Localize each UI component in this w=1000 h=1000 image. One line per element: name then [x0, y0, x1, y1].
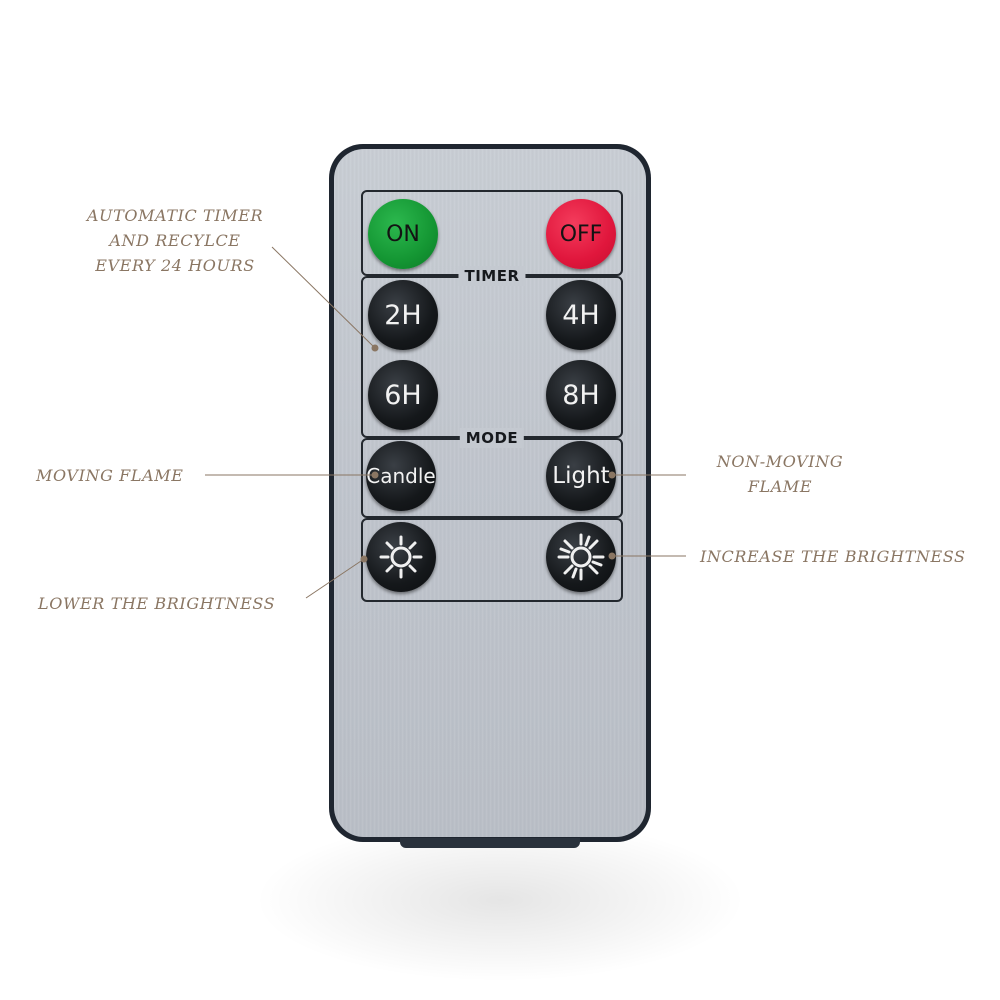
timer-4h-label: 4H [562, 299, 600, 331]
timer-8h-button[interactable]: 8H [546, 360, 616, 430]
brightness-up-button[interactable] [546, 522, 616, 592]
light-mode-label: Light [552, 463, 610, 489]
non-moving-flame-line-2: FLAME [747, 477, 813, 496]
timer-6h-button[interactable]: 6H [368, 360, 438, 430]
non-moving-flame-line-1: NON-MOVING [716, 452, 844, 471]
sun-large-icon [557, 533, 605, 581]
timer-2h-label: 2H [384, 299, 422, 331]
lower-brightness-callout: LOWER THE BRIGHTNESS [38, 594, 276, 613]
timer-6h-label: 6H [384, 379, 422, 411]
timer-callout-line-2: AND RECYLCE [109, 231, 241, 250]
timer-4h-button[interactable]: 4H [546, 280, 616, 350]
on-button[interactable]: ON [368, 199, 438, 269]
non-moving-flame-callout: NON-MOVING FLAME [700, 449, 860, 499]
timer-2h-button[interactable]: 2H [368, 280, 438, 350]
timer-callout: AUTOMATIC TIMER AND RECYLCE EVERY 24 HOU… [70, 203, 280, 278]
brightness-down-button[interactable] [366, 522, 436, 592]
timer-callout-line-1: AUTOMATIC TIMER [86, 206, 264, 225]
timer-panel-label: TIMER [458, 266, 526, 286]
light-mode-button[interactable]: Light [546, 441, 616, 511]
timer-8h-label: 8H [562, 379, 600, 411]
remote-bottom-edge [400, 838, 580, 848]
sun-small-icon [379, 535, 423, 579]
off-button[interactable]: OFF [546, 199, 616, 269]
off-button-label: OFF [559, 221, 603, 247]
candle-mode-label: Candle [366, 464, 436, 488]
candle-mode-button[interactable]: Candle [366, 441, 436, 511]
mode-panel: MODE [361, 428, 623, 518]
mode-panel-label: MODE [459, 428, 525, 448]
on-button-label: ON [386, 221, 420, 247]
timer-callout-line-3: EVERY 24 HOURS [95, 256, 255, 275]
increase-brightness-callout: INCREASE THE BRIGHTNESS [700, 547, 966, 566]
moving-flame-callout: MOVING FLAME [36, 466, 184, 485]
